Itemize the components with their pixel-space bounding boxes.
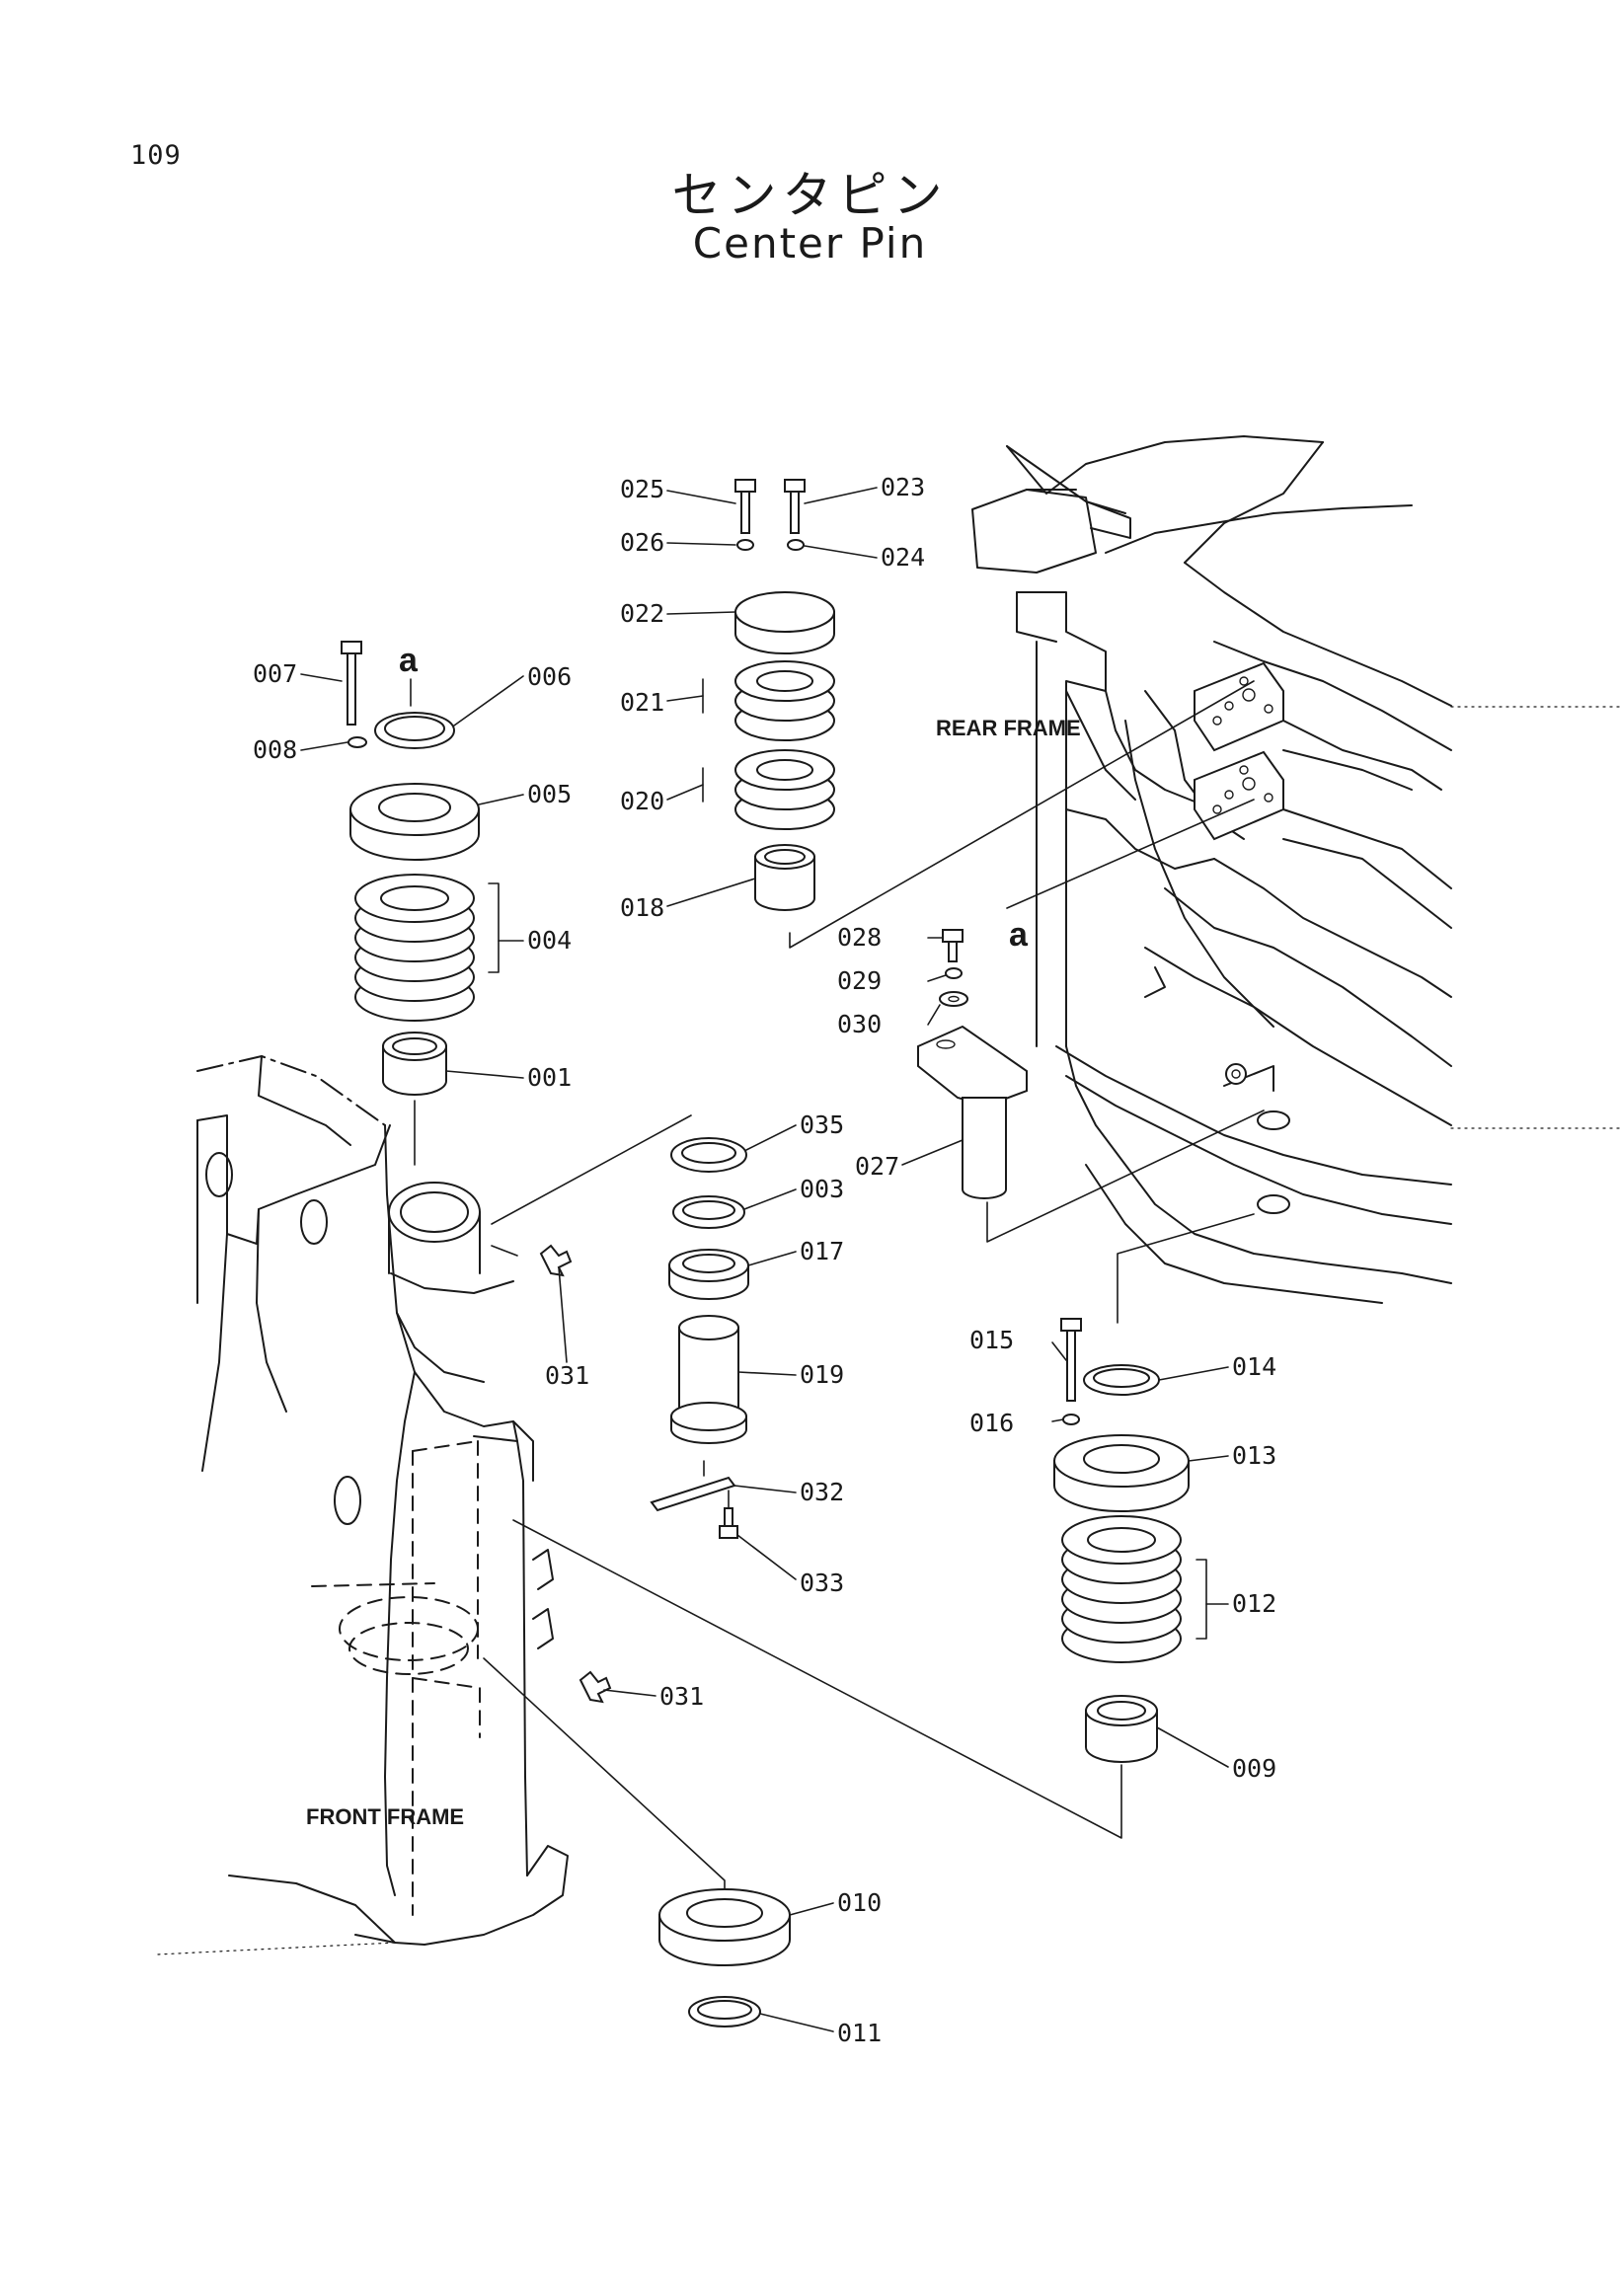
part-label-003: 003 [800, 1175, 844, 1203]
front-frame-drawing [157, 1055, 569, 1955]
page-title-japanese: センタピン [671, 167, 949, 224]
rear-frame-drawing [971, 435, 1620, 1304]
part-label-027: 027 [855, 1152, 899, 1181]
bolt-007-shape [347, 647, 356, 726]
part-label-031-lower: 031 [659, 1682, 704, 1711]
reference-mark-a-right: a [1009, 916, 1029, 954]
part-label-009: 009 [1232, 1754, 1276, 1783]
part-label-015: 015 [969, 1326, 1014, 1354]
part-label-012: 012 [1232, 1589, 1276, 1618]
part-label-030: 030 [837, 1010, 882, 1038]
part-label-020: 020 [620, 787, 664, 815]
part-label-025: 025 [620, 475, 664, 503]
part-label-014: 014 [1232, 1352, 1276, 1381]
leader-lines [300, 487, 1229, 2032]
grease-nipple-031-shape [539, 1244, 573, 1277]
part-label-028: 028 [837, 923, 882, 952]
part-label-011: 011 [837, 2019, 882, 2047]
center-top-stack [702, 479, 1255, 949]
page-title-english: Center Pin [692, 219, 928, 268]
part-label-032: 032 [800, 1478, 844, 1506]
part-label-013: 013 [1232, 1441, 1276, 1470]
part-label-007: 007 [253, 659, 297, 688]
part-label-004: 004 [527, 926, 572, 955]
part-label-010: 010 [837, 1888, 882, 1917]
part-label-029: 029 [837, 966, 882, 995]
pin-027-assembly [917, 929, 1265, 1243]
center-pin-stack [491, 1114, 749, 1704]
part-label-016: 016 [969, 1409, 1014, 1437]
part-label-031-upper: 031 [545, 1361, 589, 1390]
part-number-labels: 025 023 026 024 022 021 020 018 007 006 … [253, 473, 1276, 2047]
part-label-021: 021 [620, 688, 664, 717]
bottom-flange-stack [483, 1657, 791, 2028]
part-label-001: 001 [527, 1063, 572, 1092]
part-label-006: 006 [527, 662, 572, 691]
part-label-023: 023 [881, 473, 925, 501]
part-label-005: 005 [527, 780, 572, 808]
plate-032-shape [650, 1476, 736, 1512]
part-label-022: 022 [620, 599, 664, 628]
reference-line-a [1006, 799, 1255, 909]
part-label-026: 026 [620, 528, 664, 557]
part-label-033: 033 [800, 1569, 844, 1597]
right-lower-stack [512, 1213, 1255, 1839]
front-frame-label: FRONT FRAME [306, 1804, 464, 1829]
part-label-019: 019 [800, 1360, 844, 1389]
left-pin-stack [341, 641, 500, 1166]
part-label-017: 017 [800, 1237, 844, 1265]
part-label-024: 024 [881, 543, 925, 572]
part-label-018: 018 [620, 893, 664, 922]
rear-frame-label: REAR FRAME [936, 716, 1081, 740]
part-label-035: 035 [800, 1110, 844, 1139]
page-number: 109 [130, 140, 182, 171]
part-label-008: 008 [253, 735, 297, 764]
reference-mark-a-top: a [399, 642, 419, 679]
